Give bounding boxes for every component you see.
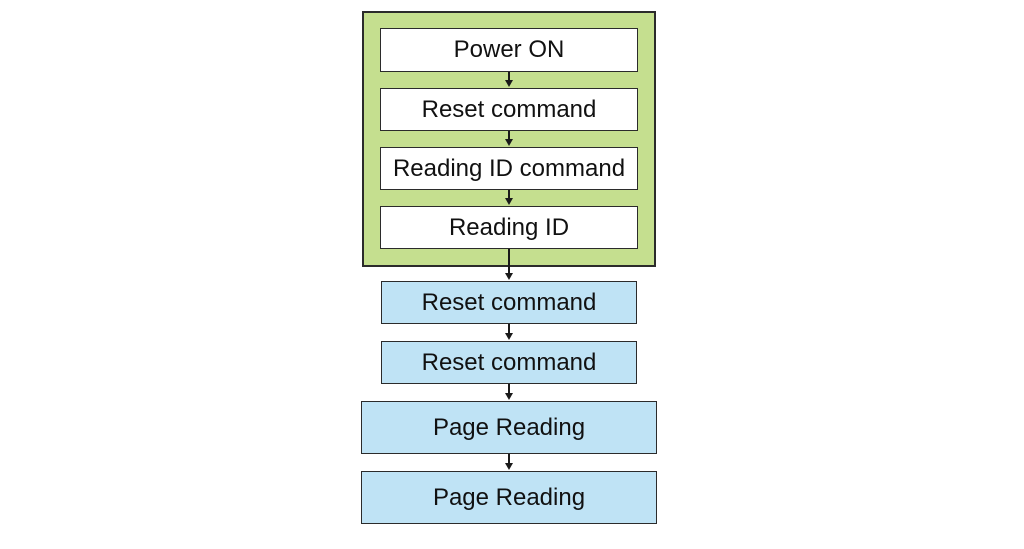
step-reset-command-1: Reset command: [380, 88, 638, 131]
step-page-reading-2: Page Reading: [361, 471, 657, 524]
step-reading-id: Reading ID: [380, 206, 638, 249]
arrowhead-icon: [505, 273, 513, 280]
step-label: Reading ID command: [392, 154, 626, 182]
arrowhead-icon: [505, 139, 513, 146]
step-label: Reset command: [421, 288, 597, 316]
step-page-reading-1: Page Reading: [361, 401, 657, 454]
step-reading-id-command: Reading ID command: [380, 147, 638, 190]
connector-line: [508, 249, 510, 274]
step-label: Reset command: [421, 348, 597, 376]
arrowhead-icon: [505, 198, 513, 205]
connector-line: [508, 454, 510, 464]
connector-line: [508, 131, 510, 140]
arrowhead-icon: [505, 393, 513, 400]
step-reset-command-2: Reset command: [381, 281, 637, 324]
step-label: Reset command: [421, 95, 597, 123]
step-power-on: Power ON: [380, 28, 638, 72]
connector-line: [508, 384, 510, 394]
connector-line: [508, 72, 510, 81]
step-label: Page Reading: [432, 483, 586, 511]
step-reset-command-3: Reset command: [381, 341, 637, 384]
connector-line: [508, 324, 510, 334]
arrowhead-icon: [505, 333, 513, 340]
step-label: Reading ID: [448, 213, 570, 241]
arrowhead-icon: [505, 463, 513, 470]
connector-line: [508, 190, 510, 199]
arrowhead-icon: [505, 80, 513, 87]
step-label: Page Reading: [432, 413, 586, 441]
step-label: Power ON: [453, 36, 565, 63]
